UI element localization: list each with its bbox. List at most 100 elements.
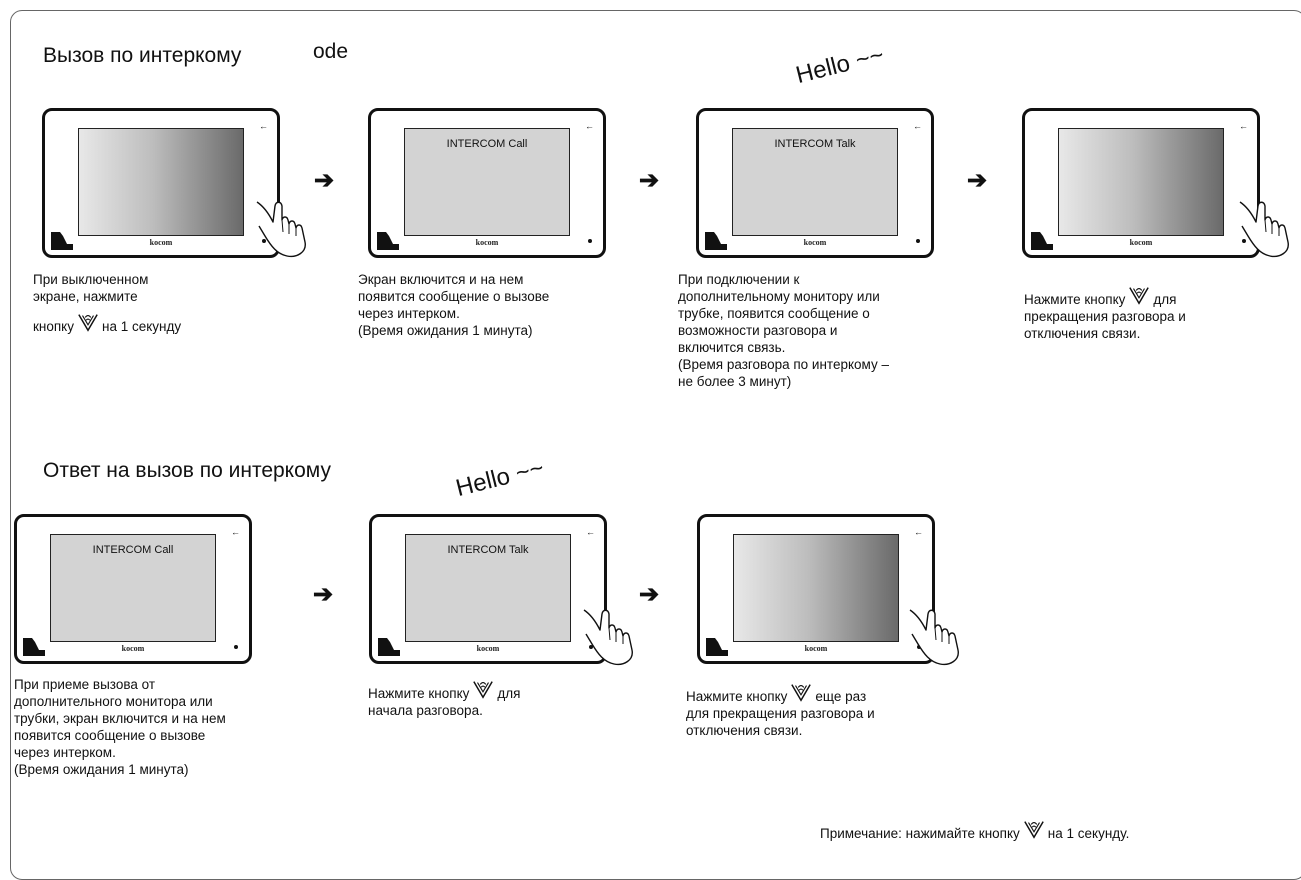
desc-line: для прекращения разговора и — [686, 706, 875, 721]
monitor-display — [78, 128, 244, 236]
monitor-intercom-call: INTERCOM Call ← kocom — [14, 514, 252, 664]
monitor-brand: kocom — [803, 238, 827, 247]
desc-line: дополнительному монитору или — [678, 289, 880, 304]
desc-line: Нажмите кнопку еще раз — [686, 681, 875, 705]
desc-text: для — [497, 686, 521, 701]
call-button-dot — [262, 239, 266, 243]
desc-line: При приеме вызова от — [14, 677, 156, 692]
call-button-icon — [1128, 284, 1150, 306]
desc-line: Нажмите кнопку для — [368, 678, 520, 702]
monitor-display — [733, 534, 899, 642]
desc-line: экране, нажмите — [33, 289, 138, 304]
monitor-screen-off: ← kocom — [697, 514, 935, 664]
call-button-dot — [588, 239, 592, 243]
desc-line: появится сообщение о вызове — [358, 289, 550, 304]
call-button-dot — [917, 645, 921, 649]
step-description: При приеме вызова от дополнительного мон… — [14, 676, 226, 778]
step-description: Нажмите кнопку для прекращения разговора … — [1024, 284, 1186, 342]
desc-line: отключения связи. — [686, 723, 803, 738]
section-title-answer-intercom: Ответ на вызов по интеркому — [43, 459, 331, 482]
section-title-fragment: ode — [313, 40, 349, 63]
desc-line: трубки, экран включится и на нем — [14, 711, 226, 726]
back-arrow-icon: ← — [259, 121, 268, 131]
right-arrow-icon: ➔ — [639, 581, 660, 608]
call-button-icon — [790, 681, 812, 703]
monitor-screen-off: ← kocom — [1022, 108, 1260, 258]
pointing-hand-icon — [906, 604, 966, 666]
screen-message: INTERCOM Talk — [447, 544, 529, 556]
back-arrow-icon: ← — [913, 121, 922, 131]
desc-line: Экран включится и на нем — [358, 272, 524, 287]
desc-text: Нажмите кнопку — [1024, 292, 1126, 307]
desc-line: отключения связи. — [1024, 326, 1141, 341]
step-description: Экран включится и на нем появится сообще… — [358, 271, 549, 339]
right-arrow-icon: ➔ — [314, 167, 335, 194]
desc-line: через интерком. — [358, 306, 460, 321]
monitor-intercom-talk: INTERCOM Talk ← kocom — [369, 514, 607, 664]
monitor-brand: kocom — [476, 644, 500, 653]
call-button-icon — [1023, 818, 1045, 840]
step-description: При подключении к дополнительному монито… — [678, 271, 889, 390]
desc-line: При подключении к — [678, 272, 800, 287]
monitor-display: INTERCOM Call — [404, 128, 570, 236]
desc-text: Нажмите кнопку — [686, 689, 788, 704]
right-arrow-icon: ➔ — [639, 167, 660, 194]
monitor-display: INTERCOM Call — [50, 534, 216, 642]
desc-text: еще раз — [815, 689, 867, 704]
call-button-dot — [234, 645, 238, 649]
desc-line: (Время ожидания 1 минута) — [358, 323, 533, 338]
back-arrow-icon: ← — [231, 527, 240, 537]
call-button-icon — [77, 311, 99, 333]
monitor-brand: kocom — [121, 644, 145, 653]
screen-message: INTERCOM Call — [92, 544, 174, 556]
right-arrow-icon: ➔ — [313, 581, 334, 608]
note-text: Примечание: нажимайте кнопку на 1 секунду… — [820, 818, 1129, 841]
call-button-dot — [916, 239, 920, 243]
monitor-display — [1058, 128, 1224, 236]
section-title-intercom-call: Вызов по интеркому — [43, 44, 242, 67]
call-button-dot — [1242, 239, 1246, 243]
desc-line: дополнительного монитора или — [14, 694, 213, 709]
monitor-display: INTERCOM Talk — [405, 534, 571, 642]
desc-line: При выключенном — [33, 272, 149, 287]
back-arrow-icon: ← — [585, 121, 594, 131]
desc-line: кнопку на 1 секунду — [33, 311, 181, 335]
note-pre: Примечание: нажимайте кнопку — [820, 826, 1020, 841]
step-description: Нажмите кнопку для начала разговора. — [368, 678, 520, 719]
desc-line: не более 3 минут) — [678, 374, 792, 389]
desc-line: прекращения разговора и — [1024, 309, 1186, 324]
desc-line: начала разговора. — [368, 703, 483, 718]
step-description: Нажмите кнопку еще раз для прекращения ра… — [686, 681, 875, 739]
monitor-display: INTERCOM Talk — [732, 128, 898, 236]
desc-line: появится сообщение о вызове — [14, 728, 206, 743]
monitor-brand: kocom — [1129, 238, 1153, 247]
desc-line: включится связь. — [678, 340, 786, 355]
pointing-hand-icon — [580, 604, 640, 666]
note-post: на 1 секунду. — [1047, 826, 1130, 841]
back-arrow-icon: ← — [914, 527, 923, 537]
desc-text: Нажмите кнопку — [368, 686, 470, 701]
call-button-icon — [472, 678, 494, 700]
desc-line: через интерком. — [14, 745, 116, 760]
call-button-dot — [589, 645, 593, 649]
pointing-hand-icon — [1236, 196, 1296, 258]
right-arrow-icon: ➔ — [967, 167, 988, 194]
desc-line: Нажмите кнопку для — [1024, 284, 1186, 308]
desc-line: (Время разговора по интеркому – — [678, 357, 889, 372]
monitor-brand: kocom — [475, 238, 499, 247]
screen-message: INTERCOM Talk — [774, 138, 856, 150]
step-description: При выключенном экране, нажмите кнопку на… — [33, 271, 181, 335]
desc-line: (Время ожидания 1 минута) — [14, 762, 189, 777]
screen-message: INTERCOM Call — [446, 138, 528, 150]
monitor-intercom-talk: INTERCOM Talk ← kocom — [696, 108, 934, 258]
monitor-intercom-call: INTERCOM Call ← kocom — [368, 108, 606, 258]
back-arrow-icon: ← — [586, 527, 595, 537]
desc-text: на 1 секунду — [102, 319, 182, 334]
desc-text: для — [1153, 292, 1177, 307]
monitor-brand: kocom — [149, 238, 173, 247]
back-arrow-icon: ← — [1239, 121, 1248, 131]
pointing-hand-icon — [253, 196, 313, 258]
desc-line: трубке, появится сообщение о — [678, 306, 870, 321]
desc-text: кнопку — [33, 319, 74, 334]
monitor-screen-off: ← kocom — [42, 108, 280, 258]
